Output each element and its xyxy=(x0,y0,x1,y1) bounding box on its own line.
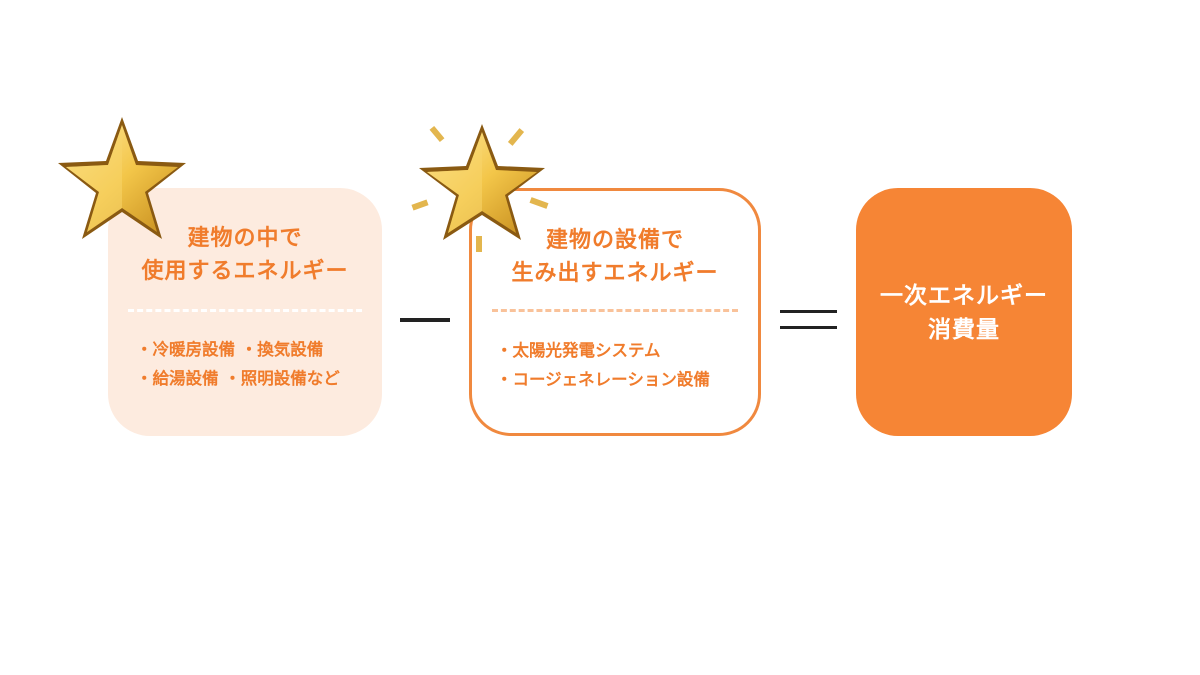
generated-energy-title-line2: 生み出すエネルギー xyxy=(511,261,719,286)
primary-energy-result-box: 一次エネルギー 消費量 xyxy=(856,188,1072,436)
generated-energy-item: ・コージェネレーション設備 xyxy=(496,370,710,389)
generated-energy-title-line1: 建物の設備で xyxy=(545,228,684,253)
used-energy-title-line1: 建物の中で xyxy=(187,226,303,251)
generated-energy-items: ・太陽光発電システム ・コージェネレーション設備 xyxy=(496,336,710,394)
generated-energy-title: 建物の設備で 生み出すエネルギー xyxy=(472,224,758,290)
used-energy-box: 建物の中で 使用するエネルギー ・冷暖房設備 ・換気設備 ・給湯設備 ・照明設備… xyxy=(108,188,382,436)
primary-energy-title: 一次エネルギー 消費量 xyxy=(856,279,1072,347)
used-energy-divider xyxy=(128,309,362,312)
equals-operator-bottom-bar xyxy=(780,326,837,329)
generated-energy-divider xyxy=(492,309,738,312)
used-energy-items: ・冷暖房設備 ・換気設備 ・給湯設備 ・照明設備など xyxy=(136,335,340,393)
generated-energy-item: ・太陽光発電システム xyxy=(496,341,661,360)
equals-operator-top-bar xyxy=(780,310,837,313)
used-energy-title: 建物の中で 使用するエネルギー xyxy=(108,222,382,288)
sparkle-star-icon xyxy=(411,124,549,252)
primary-energy-title-line1: 一次エネルギー xyxy=(880,283,1048,309)
primary-energy-title-line2: 消費量 xyxy=(928,317,1000,343)
used-energy-item: ・給湯設備 ・照明設備など xyxy=(136,369,340,388)
minus-operator xyxy=(400,318,450,322)
used-energy-item: ・冷暖房設備 ・換気設備 xyxy=(136,340,324,359)
used-energy-title-line2: 使用するエネルギー xyxy=(141,259,349,284)
star-icon xyxy=(58,117,186,239)
